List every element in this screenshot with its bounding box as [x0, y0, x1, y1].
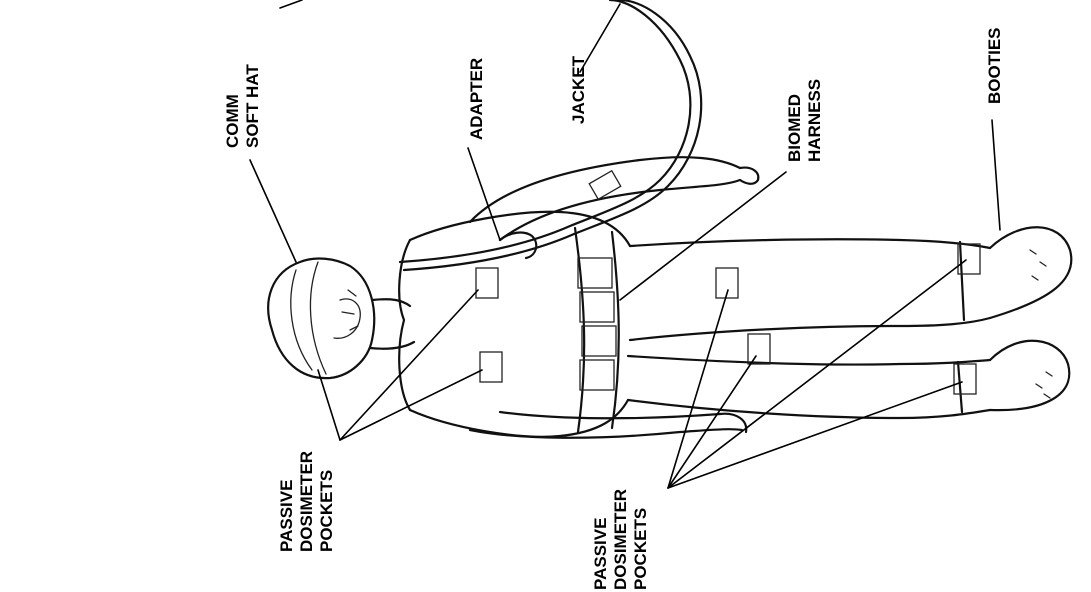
label-biomed-harness: BIOMED HARNESS: [785, 79, 824, 162]
label-passive-dosimeter-upper-line3: POCKETS: [317, 470, 336, 552]
label-passive-dosimeter-lower-line1: PASSIVE: [591, 518, 610, 590]
label-jacket: JACKET: [569, 55, 588, 124]
label-comm-soft-hat: COMM SOFT HAT: [223, 64, 262, 148]
label-booties: BOOTIES: [985, 27, 1004, 104]
label-passive-dosimeter-upper: PASSIVE DOSIMETER POCKETS: [277, 451, 336, 552]
label-comm-soft-hat-line2: SOFT HAT: [243, 64, 262, 148]
label-passive-dosimeter-upper-line2: DOSIMETER: [297, 451, 316, 552]
label-passive-dosimeter-lower: PASSIVE DOSIMETER POCKETS: [591, 489, 650, 590]
label-comm-soft-hat-line1: COMM: [223, 94, 242, 148]
label-adapter: ADAPTER: [467, 58, 486, 140]
label-biomed-harness-line1: BIOMED: [785, 94, 804, 162]
label-passive-dosimeter-upper-line1: PASSIVE: [277, 480, 296, 552]
label-booties-text: BOOTIES: [985, 27, 1004, 104]
label-passive-dosimeter-lower-line2: DOSIMETER: [611, 489, 630, 590]
crew-member-figure: [268, 0, 1071, 438]
label-jacket-text: JACKET: [569, 55, 588, 124]
leader-lines: [250, 0, 1000, 488]
label-passive-dosimeter-lower-line3: POCKETS: [631, 508, 650, 590]
label-adapter-text: ADAPTER: [467, 58, 486, 140]
label-biomed-harness-line2: HARNESS: [805, 79, 824, 162]
